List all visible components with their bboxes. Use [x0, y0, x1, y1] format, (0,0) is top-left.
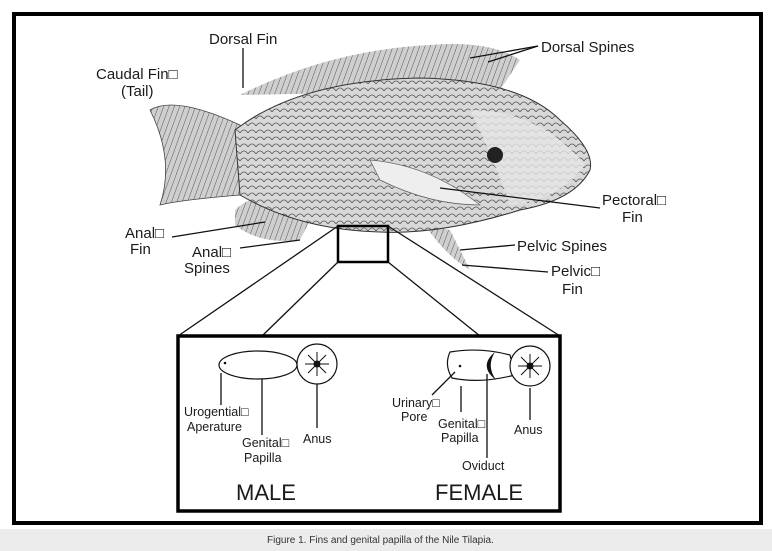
label-anal-fin: Fin [130, 241, 151, 258]
male-title: MALE [236, 480, 296, 505]
label-caudal-tail: (Tail) [121, 83, 154, 100]
female-papilla-shape [446, 349, 516, 381]
zoom-region-box [336, 224, 390, 264]
figure-caption: Figure 1. Fins and genital papilla of th… [267, 535, 494, 546]
female-title: FEMALE [435, 480, 523, 505]
label-pelvic: Pelvic□ [551, 263, 600, 280]
label-urinary: Urinary□ [392, 396, 440, 410]
fish-head [470, 110, 585, 205]
fish-illustration [149, 44, 592, 270]
label-female-papilla: Papilla [441, 431, 479, 445]
male-papilla-shape [218, 350, 298, 380]
label-pectoral: Pectoral□ [602, 192, 666, 209]
label-female-genital: Genital□ [438, 417, 486, 431]
label-pelvic-fin: Fin [562, 281, 583, 298]
label-pore: Pore [401, 410, 427, 424]
label-oviduct: Oviduct [462, 459, 505, 473]
male-diagram: Urogential□ Aperature Genital□ Papilla A… [184, 343, 338, 505]
label-urogential: Urogential□ [184, 405, 249, 419]
label-anal-spines-2: Spines [184, 260, 230, 277]
label-female-anus: Anus [514, 423, 543, 437]
oviduct-shape [486, 352, 496, 380]
fish-eye [487, 147, 503, 163]
label-aperature: Aperature [187, 420, 242, 434]
label-pectoral-fin: Fin [622, 209, 643, 226]
female-diagram: Urinary□ Pore Genital□ Papilla Oviduct A… [392, 345, 551, 505]
pectoral-fin [369, 159, 482, 206]
label-pelvic-spines: Pelvic Spines [517, 238, 607, 255]
caudal-fin [149, 104, 241, 206]
label-male-anus: Anus [303, 432, 332, 446]
label-male-genital: Genital□ [242, 436, 290, 450]
label-caudal-fin: Caudal Fin□ [96, 66, 178, 83]
label-male-papilla: Papilla [244, 451, 282, 465]
label-dorsal-spines: Dorsal Spines [541, 39, 634, 56]
caption-bar [0, 529, 772, 551]
label-anal: Anal□ [125, 225, 164, 242]
pelvic-fin [425, 225, 470, 270]
label-dorsal-fin: Dorsal Fin [209, 31, 277, 48]
label-anal-spines-1: Anal□ [192, 244, 231, 261]
